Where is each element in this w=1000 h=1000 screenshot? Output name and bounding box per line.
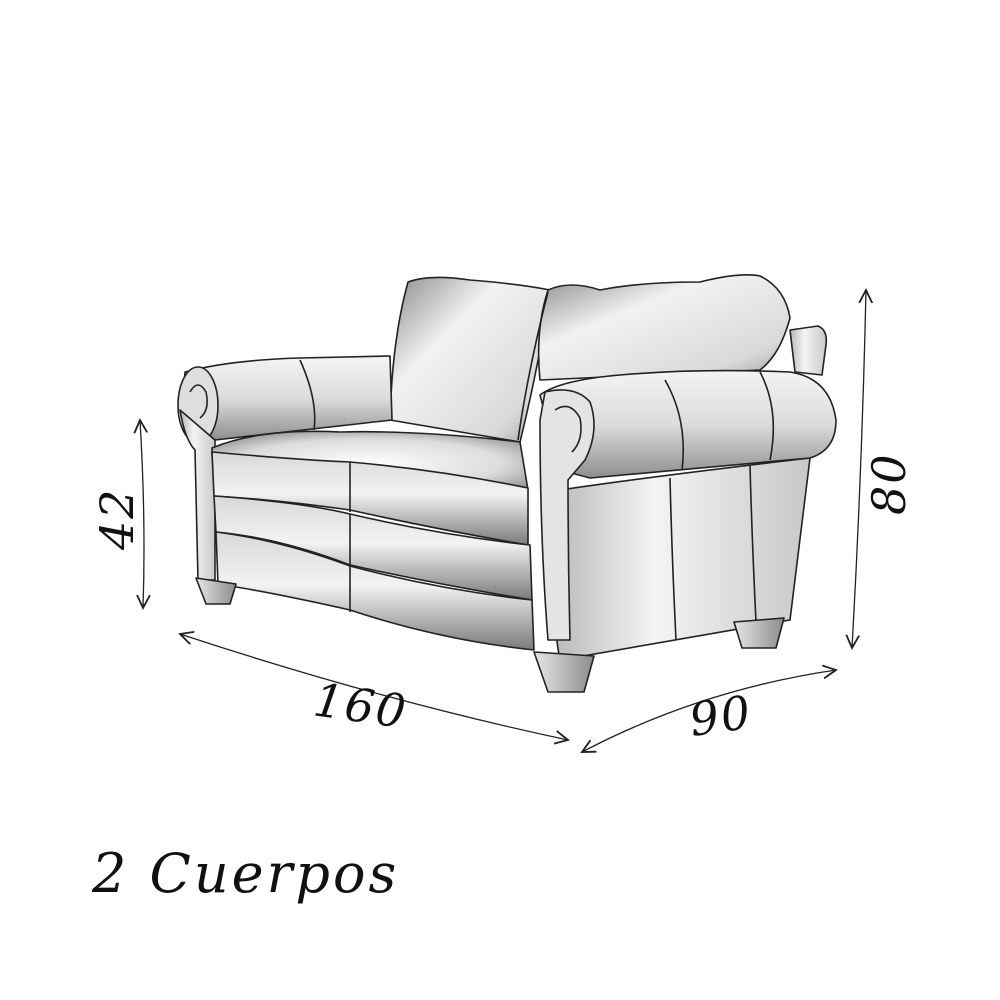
- dimension-lines: [140, 290, 866, 752]
- sofa-back-right-wing: [789, 325, 828, 376]
- sofa-back-cushion-left: [389, 276, 551, 443]
- width-arrow: [180, 634, 568, 740]
- sofa-arm-right: [539, 369, 837, 479]
- sofa-leg-front-left: [195, 577, 237, 605]
- depth-label: 90: [686, 685, 755, 747]
- sofa-leg-front-right: [533, 651, 595, 693]
- model-caption: 2 Cuerpos: [91, 842, 399, 905]
- depth-arrow: [582, 670, 836, 752]
- width-label: 160: [310, 672, 410, 739]
- total-height-label: 80: [862, 452, 916, 515]
- sofa-back-cushion-right: [537, 274, 791, 381]
- seat-height-arrow: [140, 420, 144, 608]
- seat-height-label: 42: [90, 487, 144, 551]
- sofa-arm-right-scroll: [539, 389, 595, 641]
- sofa-leg-back-right: [733, 617, 785, 649]
- total-height-arrow: [852, 290, 866, 648]
- sofa-illustration: [177, 274, 837, 693]
